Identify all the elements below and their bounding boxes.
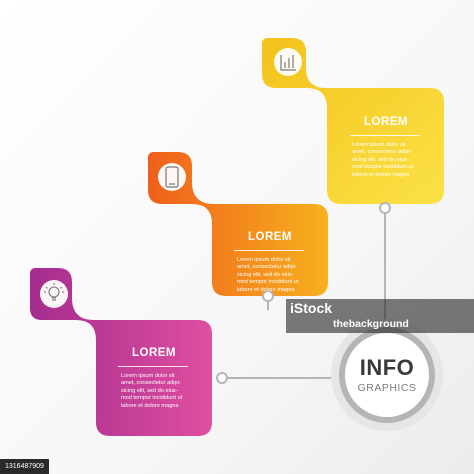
body-line: Lorem ipsum dolor sit [237, 257, 291, 263]
icon-badge-top [274, 48, 302, 76]
card-bottom-shape [30, 268, 212, 436]
card-middle-divider [234, 250, 304, 251]
hub-title: INFO [359, 355, 415, 380]
hub-subtitle: GRAPHICS [357, 382, 417, 394]
card-top-shape [262, 38, 444, 204]
body-line: amet, consectetur adipi- [121, 380, 181, 387]
body-line: sicing elit, sed do eius- [121, 387, 178, 394]
card-middle-body: Lorem ipsum dolor sit amet, consectetur … [237, 257, 317, 294]
card-top-divider [350, 135, 420, 136]
icon-badge-bottom [40, 280, 68, 308]
body-line: Lorem ipsum dolor sit [121, 373, 175, 379]
body-line: amet, consectetur adipi- [237, 264, 297, 271]
body-line: mod tempor incididunt ut [237, 279, 299, 286]
hub-inner-circle [345, 333, 429, 417]
smartphone-icon [165, 166, 179, 188]
watermark-logo: iStock [290, 300, 333, 316]
body-line: labore et dolore magna [237, 286, 295, 293]
card-middle-shape [148, 152, 328, 296]
card-bottom-title: LOREM [131, 347, 177, 359]
watermark-banner [286, 299, 474, 333]
body-line: labore et dolore magna [352, 171, 410, 178]
body-line: sicing elit, sed do eius- [352, 156, 409, 163]
lightbulb-icon [44, 283, 64, 301]
card-top-title: LOREM [363, 116, 409, 128]
card-bottom-body: Lorem ipsum dolor sit amet, consectetur … [121, 373, 201, 410]
body-line: labore et dolore magna [121, 402, 179, 409]
card-top-body: Lorem ipsum dolor sit amet, consectetur … [352, 142, 432, 179]
bar-chart-icon [280, 55, 296, 71]
body-line: amet, consectetur adipi- [352, 149, 412, 156]
connector-dot-top [379, 202, 391, 214]
watermark-credit: thebackground [333, 318, 409, 330]
card-middle-title: LOREM [247, 231, 293, 243]
card-bottom-divider [118, 366, 188, 367]
icon-badge-middle [158, 163, 186, 191]
body-line: sicing elit, sed do eius- [237, 271, 294, 278]
body-line: mod tempor incididunt ut [352, 164, 414, 171]
connector-dot-bottom [216, 372, 228, 384]
body-line: Lorem ipsum dolor sit [352, 142, 406, 148]
stock-id-label: 1316487909 [0, 459, 49, 474]
connector-dot-middle [262, 290, 274, 302]
body-line: mod tempor incididunt ut [121, 395, 183, 402]
